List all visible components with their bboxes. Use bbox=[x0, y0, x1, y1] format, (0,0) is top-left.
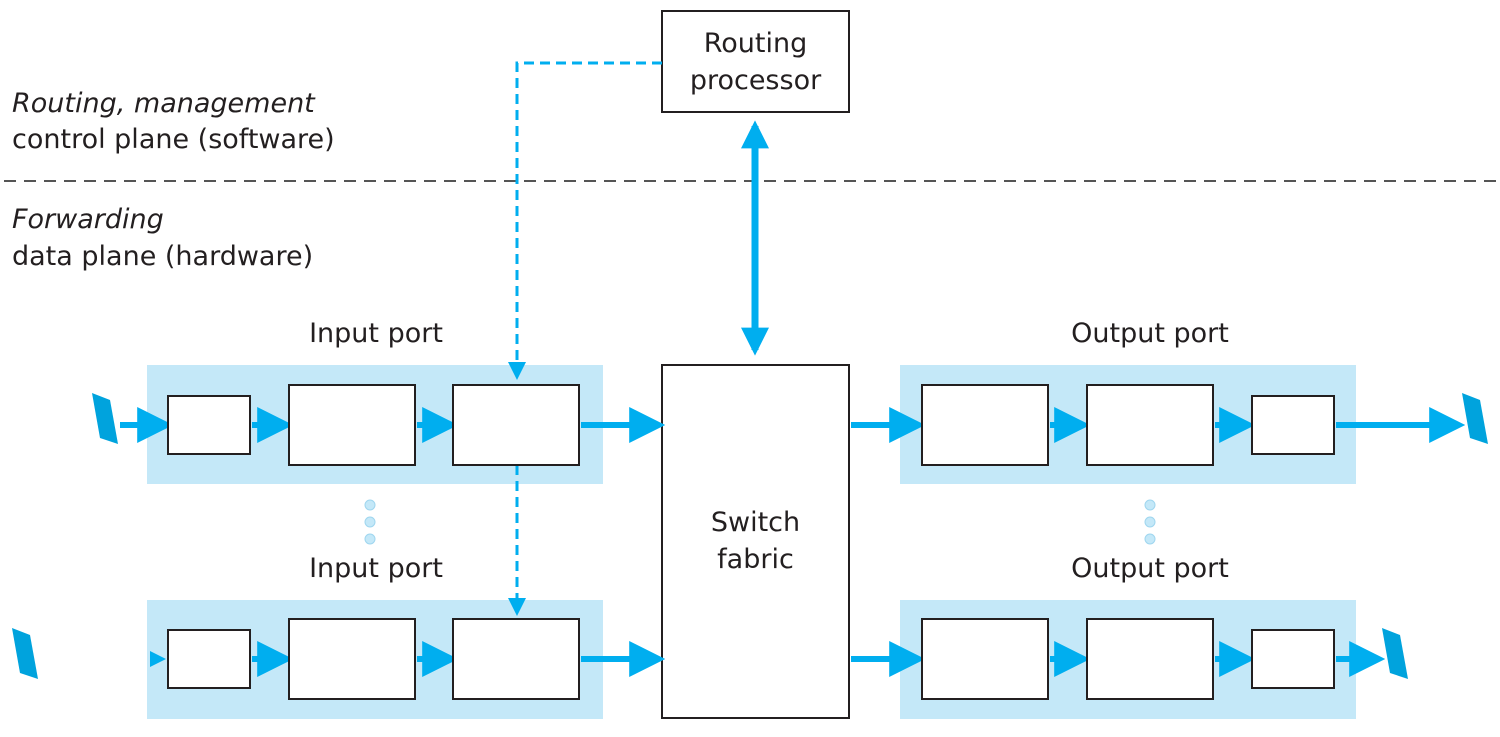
output-1-link-layer-box bbox=[1086, 384, 1214, 466]
routing-processor-line1: Routing bbox=[703, 28, 808, 59]
routing-processor-line2: processor bbox=[689, 65, 822, 96]
output-1-queue-box bbox=[921, 384, 1049, 466]
control-plane-title: Routing, management bbox=[12, 88, 315, 119]
data-plane-title: Forwarding bbox=[12, 204, 164, 235]
input-1-line-termination-box bbox=[167, 395, 251, 455]
routing-processor-label: Routing processor bbox=[662, 25, 849, 99]
output-2-queue-box bbox=[921, 618, 1049, 700]
switch-fabric-label: Switch fabric bbox=[662, 504, 849, 578]
control-path-dashed bbox=[515, 61, 662, 365]
input-2-line-termination-box bbox=[167, 629, 251, 689]
input-1-link-layer-box bbox=[288, 384, 416, 466]
line-termination-input-1 bbox=[92, 393, 118, 444]
output-port-2-label: Output port bbox=[1071, 553, 1229, 584]
control-arrowhead-2 bbox=[508, 598, 526, 616]
routing-processor-box bbox=[661, 10, 850, 113]
input-port-2-label: Input port bbox=[309, 553, 443, 584]
output-1-line-termination-box bbox=[1251, 395, 1335, 455]
input-port-1-label: Input port bbox=[309, 318, 443, 349]
switch-fabric-box bbox=[661, 364, 850, 719]
line-termination-output-1 bbox=[1462, 393, 1488, 444]
output-2-line-termination-box bbox=[1251, 629, 1335, 689]
control-plane-subtitle: control plane (software) bbox=[12, 124, 335, 155]
data-plane-subtitle: data plane (hardware) bbox=[12, 241, 314, 272]
line-termination-output-2 bbox=[1382, 628, 1408, 679]
arrowhead-in2-a bbox=[150, 651, 166, 667]
input-2-lookup-box bbox=[452, 618, 580, 700]
control-arrowhead-1 bbox=[508, 362, 526, 380]
output-2-link-layer-box bbox=[1086, 618, 1214, 700]
input-2-link-layer-box bbox=[288, 618, 416, 700]
switch-fabric-line2: fabric bbox=[717, 544, 794, 575]
line-termination-input-2 bbox=[12, 628, 38, 679]
input-ports-ellipsis bbox=[364, 499, 376, 545]
output-port-1-label: Output port bbox=[1071, 318, 1229, 349]
switch-fabric-line1: Switch bbox=[710, 507, 801, 538]
output-ports-ellipsis bbox=[1144, 499, 1156, 545]
input-1-lookup-box bbox=[452, 384, 580, 466]
